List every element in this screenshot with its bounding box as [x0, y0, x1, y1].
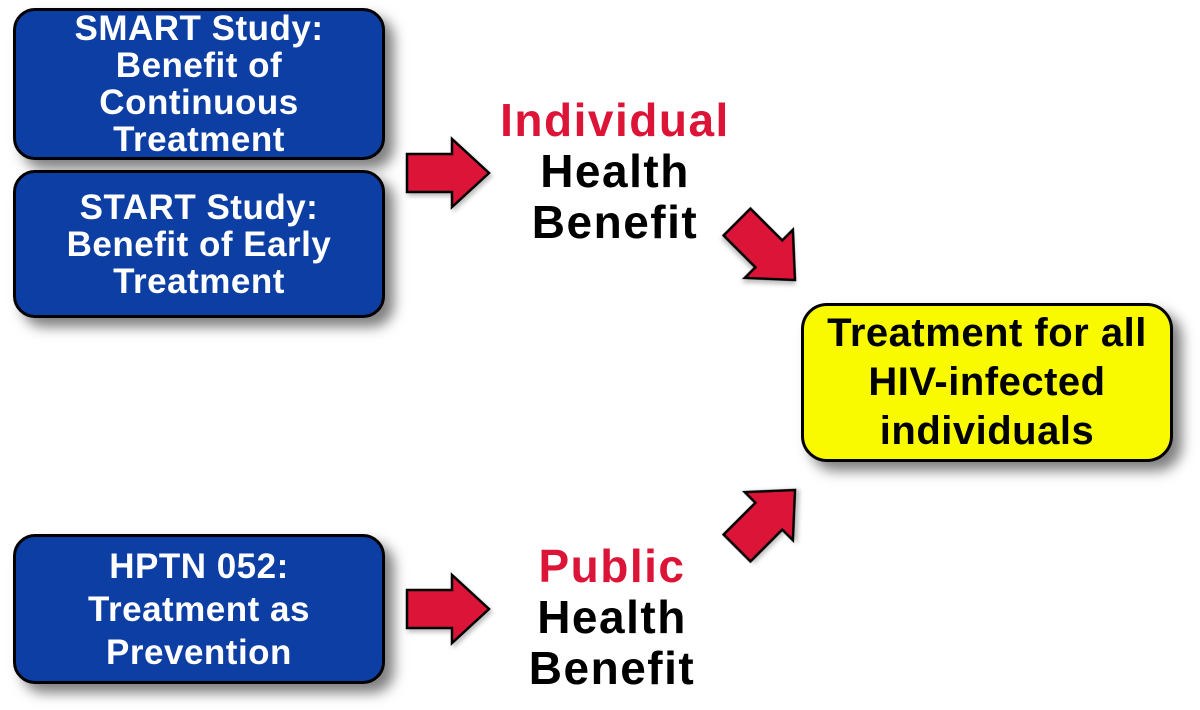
start-study-box-label: START Study: Benefit of Early Treatment — [66, 187, 332, 301]
individual-health-text: Health — [540, 145, 690, 197]
arrow-right-icon — [405, 572, 491, 646]
treatment-for-all-box-label: Treatment for all HIV-infected individua… — [827, 311, 1147, 453]
individual-health-benefit-label: Individual Health Benefit — [445, 95, 785, 248]
arrow-right-icon — [405, 136, 491, 210]
public-health-benefit-label: Public Health Benefit — [442, 541, 782, 694]
individual-benefit-text: Benefit — [531, 196, 699, 248]
treatment-for-all-box: Treatment for all HIV-infected individua… — [801, 303, 1173, 462]
arrow-up-right-icon — [721, 488, 797, 564]
hptn-052-box-label: HPTN 052: Treatment as Prevention — [88, 546, 310, 672]
individual-emphasis-text: Individual — [500, 94, 730, 146]
arrow-down-right-icon — [721, 206, 797, 282]
public-health-text: Health — [537, 591, 687, 643]
smart-study-box-label: SMART Study: Benefit of Continuous Treat… — [74, 9, 324, 159]
start-study-box: START Study: Benefit of Early Treatment — [13, 170, 385, 318]
public-emphasis-text: Public — [538, 540, 686, 592]
hptn-052-box: HPTN 052: Treatment as Prevention — [13, 534, 385, 684]
public-benefit-text: Benefit — [528, 642, 696, 694]
smart-study-box: SMART Study: Benefit of Continuous Treat… — [13, 8, 385, 160]
